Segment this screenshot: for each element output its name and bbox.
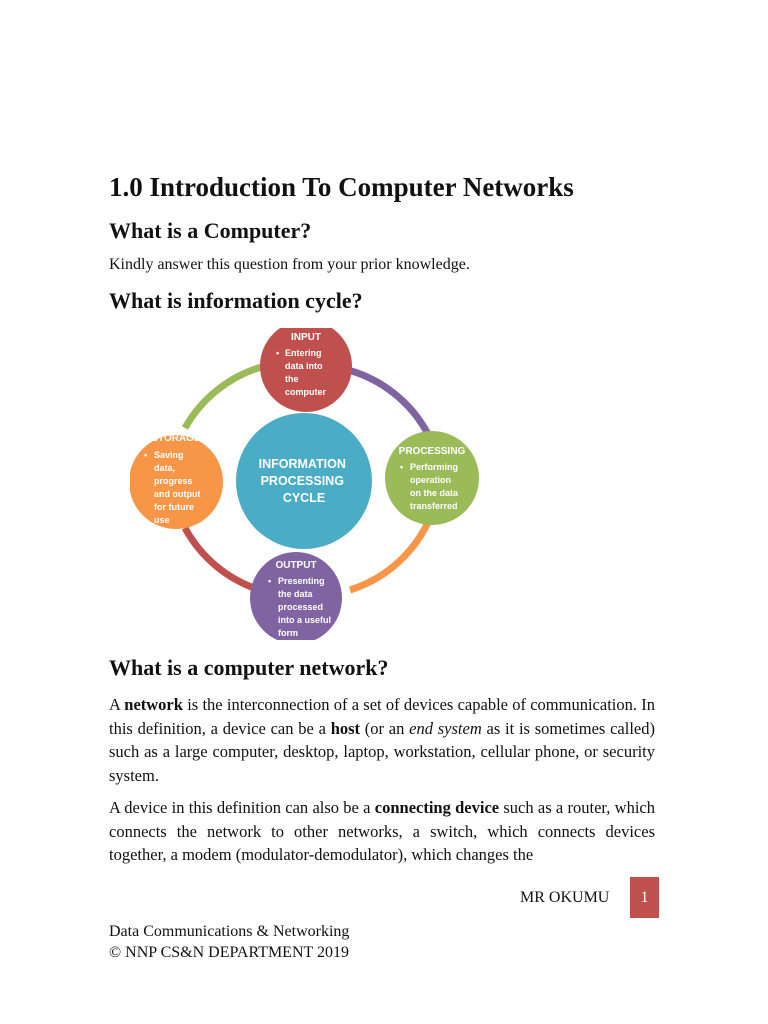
term-end-system: end system	[409, 718, 482, 738]
term-network: network	[124, 695, 183, 714]
paragraph-network-definition: A network is the interconnection of a se…	[109, 693, 655, 787]
storage-bullet: •	[144, 450, 147, 460]
input-line: computer	[285, 387, 327, 397]
output-text: Presenting the data processed into a use…	[278, 576, 334, 638]
paragraph-connecting-device: A device in this definition can also be …	[109, 796, 655, 867]
storage-line: for future	[154, 502, 194, 512]
author-name: MR OKUMU	[520, 889, 610, 906]
footer-copyright: © NNP CS&N DEPARTMENT 2019	[109, 944, 349, 961]
footer-course: Data Communications & Networking	[109, 923, 350, 940]
processing-circle	[385, 431, 479, 525]
storage-line: data,	[154, 463, 175, 473]
input-line: the	[285, 374, 299, 384]
input-circle	[260, 328, 352, 412]
processing-line: transferred	[410, 501, 458, 511]
processing-title: PROCESSING	[399, 446, 466, 457]
input-bullet: •	[276, 348, 279, 358]
storage-line: progress	[154, 476, 193, 486]
center-circle	[236, 413, 372, 549]
paragraph-prior-knowledge: Kindly answer this question from your pr…	[109, 256, 470, 273]
output-circle	[250, 552, 342, 640]
text-run: is the interconnection of a set of devic…	[109, 695, 655, 738]
information-cycle-diagram: INFORMATION PROCESSING CYCLE INPUT • Ent…	[130, 328, 479, 640]
processing-line: on the data	[410, 488, 459, 498]
text-run: A	[109, 695, 125, 714]
input-text: Entering data into the computer	[285, 348, 327, 397]
page-footer: Data Communications & Networking © NNP C…	[109, 921, 349, 963]
text-run: A device in this definition can also be …	[109, 798, 375, 817]
heading-information-cycle: What is information cycle?	[109, 288, 363, 313]
center-line: INFORMATION	[259, 457, 346, 471]
text-run: such as a router, which connects the net…	[109, 798, 655, 864]
center-label: INFORMATION PROCESSING CYCLE	[259, 457, 350, 505]
page-title: 1.0 Introduction To Computer Networks	[109, 172, 574, 202]
storage-node: STORAGE • Saving data, progress and outp…	[130, 433, 223, 529]
output-line: form	[278, 628, 298, 638]
output-line: the data	[278, 589, 314, 599]
output-line: processed	[278, 602, 323, 612]
output-line: into a useful	[278, 615, 331, 625]
text-run: (or an	[360, 718, 410, 738]
storage-line: and output	[154, 489, 201, 499]
input-node: INPUT • Entering data into the computer	[260, 328, 352, 412]
processing-line: Performing	[410, 462, 458, 472]
arc-processing-output	[348, 516, 434, 594]
center-line: CYCLE	[283, 491, 325, 505]
storage-text: Saving data, progress and output for fut…	[154, 450, 203, 525]
processing-bullet: •	[400, 462, 403, 472]
storage-line: use	[154, 515, 170, 525]
output-node: OUTPUT • Presenting the data processed i…	[250, 552, 342, 640]
processing-text: Performing operation on the data transfe…	[410, 462, 461, 511]
storage-circle	[130, 435, 223, 529]
center-line: PROCESSING	[261, 474, 344, 488]
arc-input-processing	[339, 364, 434, 440]
input-title: INPUT	[291, 332, 321, 343]
heading-what-is-computer: What is a Computer?	[109, 218, 312, 243]
input-line: Entering	[285, 348, 322, 358]
storage-title: STORAGE	[151, 433, 201, 444]
term-connecting-device: connecting device	[374, 798, 500, 817]
output-line: Presenting	[278, 576, 325, 586]
arc-storage-input	[181, 362, 266, 430]
output-title: OUTPUT	[275, 560, 316, 571]
text-run: as it is sometimes called) such as a lar…	[109, 718, 655, 785]
input-line: data into	[285, 361, 323, 371]
arc-output-storage	[181, 526, 262, 594]
processing-line: operation	[410, 475, 451, 485]
processing-node: PROCESSING • Performing operation on the…	[385, 431, 479, 525]
storage-line: Saving	[154, 450, 184, 460]
heading-computer-network: What is a computer network?	[109, 655, 389, 680]
page-number-badge: 1	[630, 877, 659, 918]
output-bullet: •	[268, 576, 271, 586]
term-host: host	[330, 718, 361, 738]
